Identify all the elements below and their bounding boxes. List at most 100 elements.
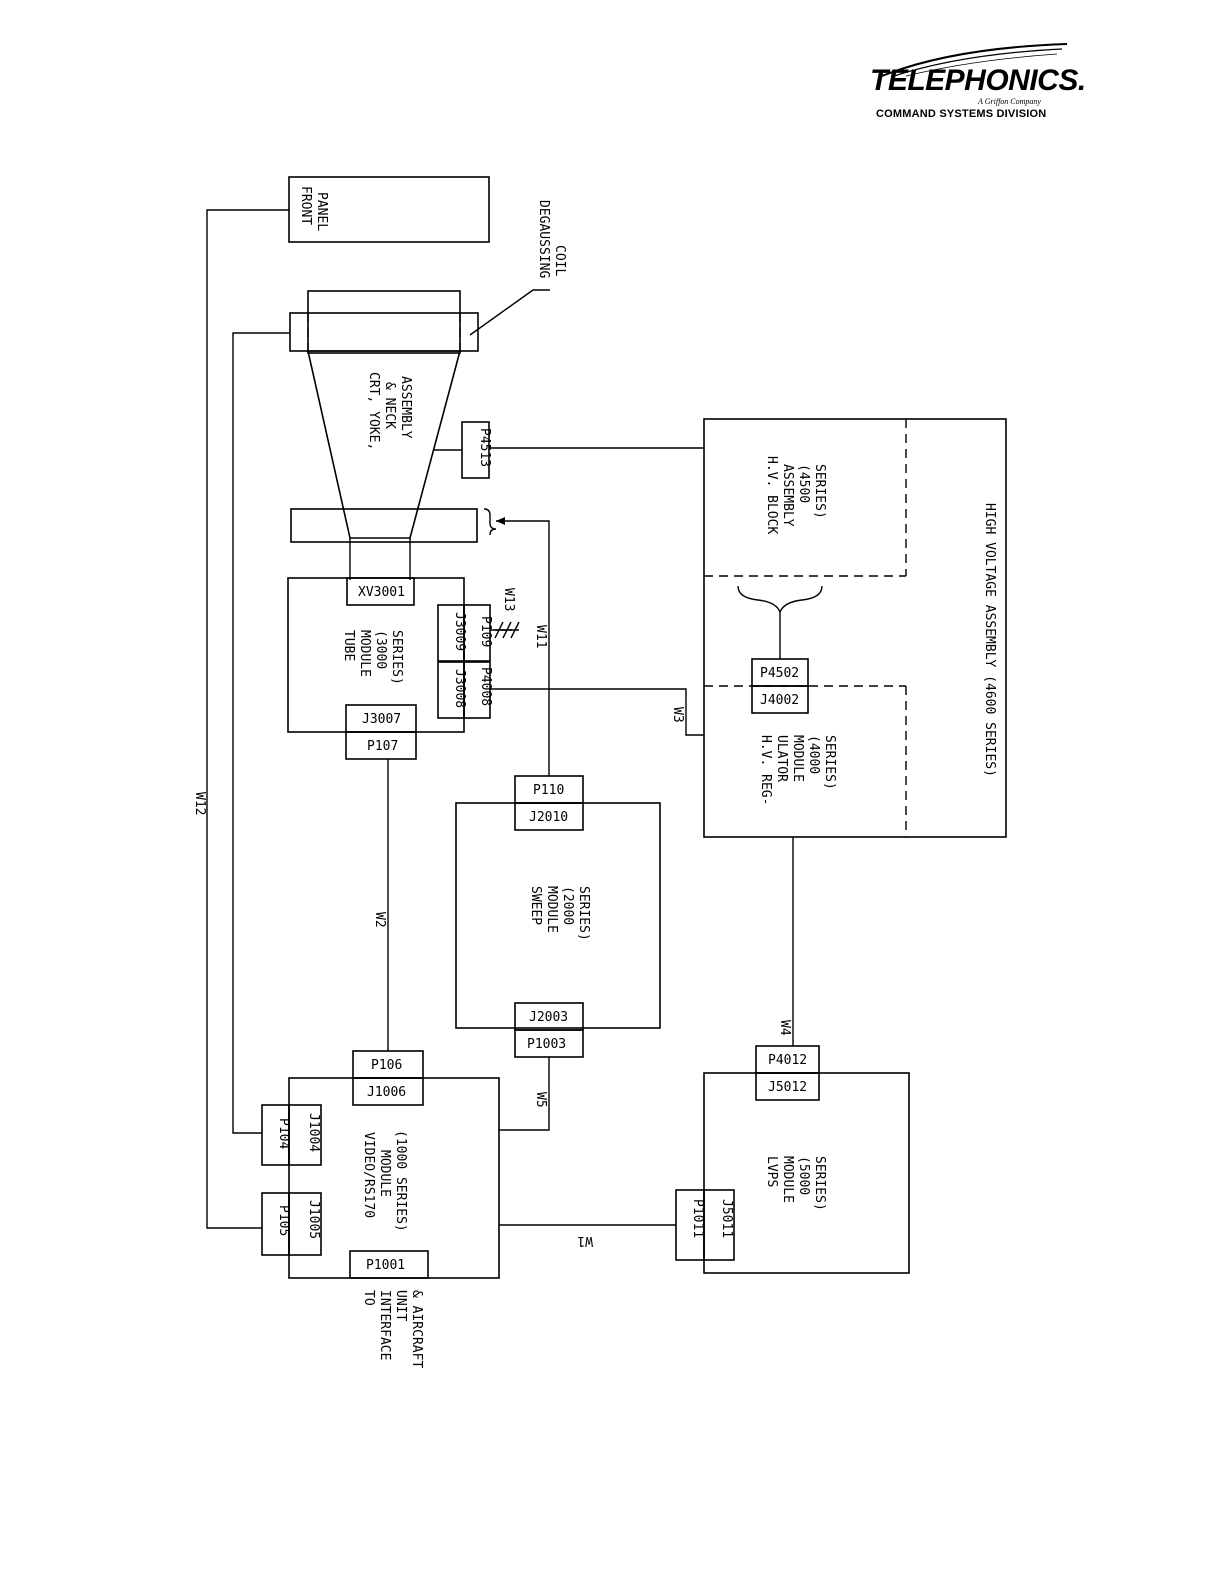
lvps-module-label-4: SERIES) (812, 1156, 827, 1211)
wire-w11 (496, 520, 550, 776)
sweep-module-label-3: (2000 (560, 886, 575, 925)
crt-label-3: ASSEMBLY (398, 376, 413, 439)
j5011-connector (703, 1189, 735, 1261)
w2-label: W2 (372, 912, 387, 928)
w1-label: W1 (577, 1233, 593, 1248)
w11-label: W11 (533, 625, 548, 648)
hv-block-label-4: SERIES) (812, 464, 827, 519)
hv-reg-label-3: MODULE (790, 735, 805, 782)
p4012-label: P4012 (768, 1053, 807, 1068)
ground-icon (494, 621, 520, 639)
j5012-label: J5012 (768, 1080, 807, 1095)
interface-label-4: & AIRCRAFT (409, 1290, 424, 1368)
p1001-label: P1001 (366, 1258, 405, 1273)
video-module-label-1: VIDEO/RS170 (361, 1132, 376, 1218)
logo-tagline: A Griffon Company (978, 97, 1041, 106)
p107-label: P107 (367, 739, 398, 754)
j1006-label: J1006 (367, 1085, 406, 1100)
p105-label: P105 (276, 1205, 291, 1236)
hv-reg-label-4: (4000 (806, 735, 821, 774)
p4513-label: P4513 (477, 428, 492, 467)
degaussing-label-2: COIL (552, 245, 567, 276)
lvps-module-label-3: (5000 (796, 1156, 811, 1195)
logo-division: COMMAND SYSTEMS DIVISION (876, 108, 1047, 120)
telephonics-logo: TELEPHONICS. A Griffon Company COMMAND S… (852, 40, 1092, 126)
wire-w3 (490, 688, 704, 736)
interface-label-1: TO (361, 1290, 376, 1306)
j3007-label: J3007 (362, 712, 401, 727)
p1011-label: P1011 (690, 1199, 705, 1238)
lvps-module-label-1: LVPS (764, 1156, 779, 1187)
w3-label: W3 (670, 707, 685, 723)
tube-module-label-3: (3000 (373, 630, 388, 669)
yoke-front-rect (289, 312, 479, 352)
logo-swoosh-icon (881, 43, 1068, 77)
p109-label: P109 (478, 616, 493, 647)
neck-bracket (483, 508, 497, 536)
tube-module-label-2: MODULE (357, 630, 372, 677)
p104-label: P104 (276, 1118, 291, 1149)
hv-reg-label-5: SERIES) (822, 735, 837, 790)
p4502-label: P4502 (760, 666, 799, 681)
video-module-label-2: MODULE (377, 1150, 392, 1197)
wire-w12 (206, 209, 289, 1229)
w11-arrowhead (496, 517, 505, 525)
j5011-label: J5011 (719, 1199, 734, 1238)
xv3001-label: XV3001 (358, 585, 405, 600)
p110-label: P110 (533, 783, 564, 798)
j1004-connector (288, 1104, 322, 1166)
hv-reg-label-2: ULATOR (774, 735, 789, 782)
p4008-connector (463, 661, 491, 719)
j2003-label: J2003 (529, 1010, 568, 1025)
j1005-connector (288, 1192, 322, 1256)
p1003-label: P1003 (527, 1037, 566, 1052)
interface-label-2: INTERFACE (377, 1290, 392, 1360)
lvps-module-label-2: MODULE (780, 1156, 795, 1203)
sweep-module-label-4: SERIES) (576, 886, 591, 941)
w13-label: W13 (501, 588, 516, 611)
wire-degauss-to-p104 (232, 332, 290, 1134)
hv-brace (737, 585, 823, 614)
p4008-label: P4008 (478, 667, 493, 706)
j3008-label: J3008 (452, 669, 467, 708)
w12-label: W12 (192, 792, 207, 815)
sweep-module-label-2: MODULE (544, 886, 559, 933)
front-panel-label-1: FRONT (298, 186, 313, 225)
p1001-connector (349, 1250, 429, 1279)
j3009-label: J3009 (452, 612, 467, 651)
p106-label: P106 (371, 1058, 402, 1073)
hv-assembly-block (703, 418, 1007, 838)
degaussing-label-1: DEGAUSSING (536, 200, 551, 278)
hv-assembly-label: HIGH VOLTAGE ASSEMBLY (4600 SERIES) (982, 503, 997, 777)
xv3001-connector (346, 577, 415, 606)
j1005-label: J1005 (306, 1200, 321, 1239)
wire-w5 (499, 1057, 550, 1131)
j2010-label: J2010 (529, 810, 568, 825)
tube-module-label-1: TUBE (341, 630, 356, 661)
hv-block-label-3: (4500 (796, 464, 811, 503)
neck-socket-band (290, 508, 478, 543)
j4002-label: J4002 (760, 693, 799, 708)
w5-label: W5 (533, 1092, 548, 1108)
crt-funnel (307, 350, 462, 539)
yoke-outer-rect (307, 290, 461, 354)
w4-label: W4 (777, 1020, 792, 1036)
video-module-label-3: (1000 SERIES) (393, 1130, 408, 1232)
sweep-module-label-1: SWEEP (528, 886, 543, 925)
hv-block-label-2: ASSEMBLY (780, 464, 795, 527)
j5012-connector (755, 1072, 820, 1101)
degaussing-leader (469, 289, 550, 336)
j1004-label: J1004 (306, 1113, 321, 1152)
logo-wordmark: TELEPHONICS. (870, 64, 1086, 97)
interface-label-3: UNIT (393, 1290, 408, 1321)
front-panel-label-2: PANEL (314, 192, 329, 231)
p107-connector (345, 731, 417, 760)
tube-module-label-4: SERIES) (389, 630, 404, 685)
p109-connector (463, 604, 491, 662)
hv-reg-label-1: H.V. REG- (758, 735, 773, 805)
crt-label-2: & NECK (382, 382, 397, 429)
crt-label-1: CRT, YOKE, (366, 372, 381, 450)
hv-block-label-1: H.V. BLOCK (764, 456, 779, 534)
j1006-connector (352, 1077, 424, 1106)
